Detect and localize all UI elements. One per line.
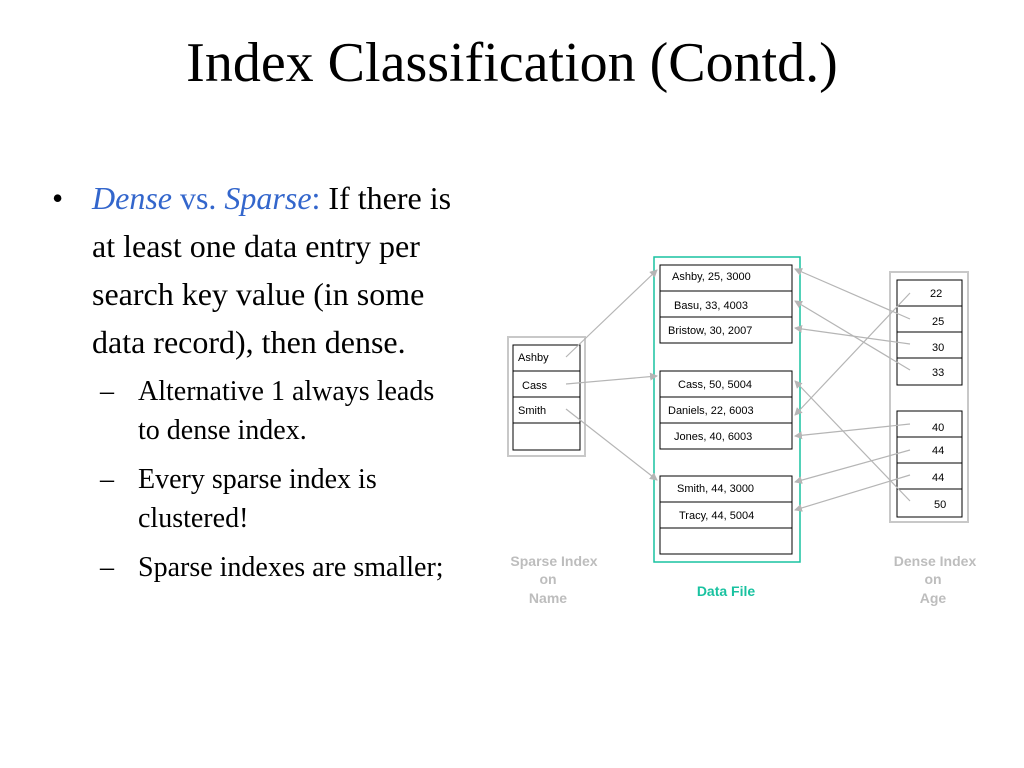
data-record: Bristow, 30, 2007 [668,325,752,337]
sparse-index-frame [507,336,586,457]
data-page [659,475,793,555]
sparse-index-label: Sparse Index [510,553,597,569]
dense-entry: 50 [934,499,946,511]
sparse-entry: Cass [522,380,548,392]
dense-entry: 33 [932,367,944,379]
data-record: Basu, 33, 4003 [674,300,748,312]
dense-term: Dense [92,180,172,216]
vs-text: vs. [171,180,225,216]
dense-index-page [896,410,963,518]
sub-bullet-text: Every sparse index is clustered! [138,464,377,534]
sparse-term: Sparse [224,180,312,216]
sparse-entry: Smith [518,405,546,417]
data-record: Ashby, 25, 3000 [672,271,751,283]
data-record: Jones, 40, 6003 [674,431,752,443]
dense-entry: 25 [932,316,944,328]
sparse-pointers [565,269,658,481]
dense-index-label: Age [920,590,947,606]
bullet-dot: • [52,180,64,216]
sub-bullet: –Alternative 1 always leads to dense ind… [100,376,435,446]
sub-bullets: –Alternative 1 always leads to dense ind… [52,372,452,587]
main-bullet: • Dense vs. Sparse: If there is at least… [52,174,452,366]
dense-entry: 44 [932,472,944,484]
data-record: Tracy, 44, 5004 [679,510,754,522]
sparse-entry: Ashby [518,352,549,364]
data-file-label: Data File [697,583,756,599]
data-record: Cass, 50, 5004 [678,379,752,391]
sparse-index-label: Name [529,590,567,606]
bullet-list: • Dense vs. Sparse: If there is at least… [52,174,452,597]
data-record: Smith, 44, 3000 [677,483,754,495]
sparse-index-label: on [539,571,556,587]
slide-title: Index Classification (Contd.) [186,32,838,94]
dense-entry: 30 [932,342,944,354]
dense-entry: 44 [932,445,944,457]
sub-bullet: –Every sparse index is clustered! [100,464,377,534]
sub-bullet-text: Alternative 1 always leads to dense inde… [138,376,435,446]
dense-pointers [794,268,911,512]
data-page [659,370,793,450]
dense-index-label: on [924,571,941,587]
sub-bullet-text: Sparse indexes are smaller; [138,552,444,583]
data-record: Daniels, 22, 6003 [668,405,754,417]
data-page [659,264,793,344]
dense-entry: 22 [930,288,942,300]
colon: : [311,180,321,216]
bullet-text: If there is at least one data entry per … [92,180,452,360]
dense-index-frame [889,271,969,523]
dense-entry: 40 [932,422,944,434]
sub-bullet: –Sparse indexes are smaller; [100,552,444,583]
dense-index-label: Dense Index [894,553,977,569]
